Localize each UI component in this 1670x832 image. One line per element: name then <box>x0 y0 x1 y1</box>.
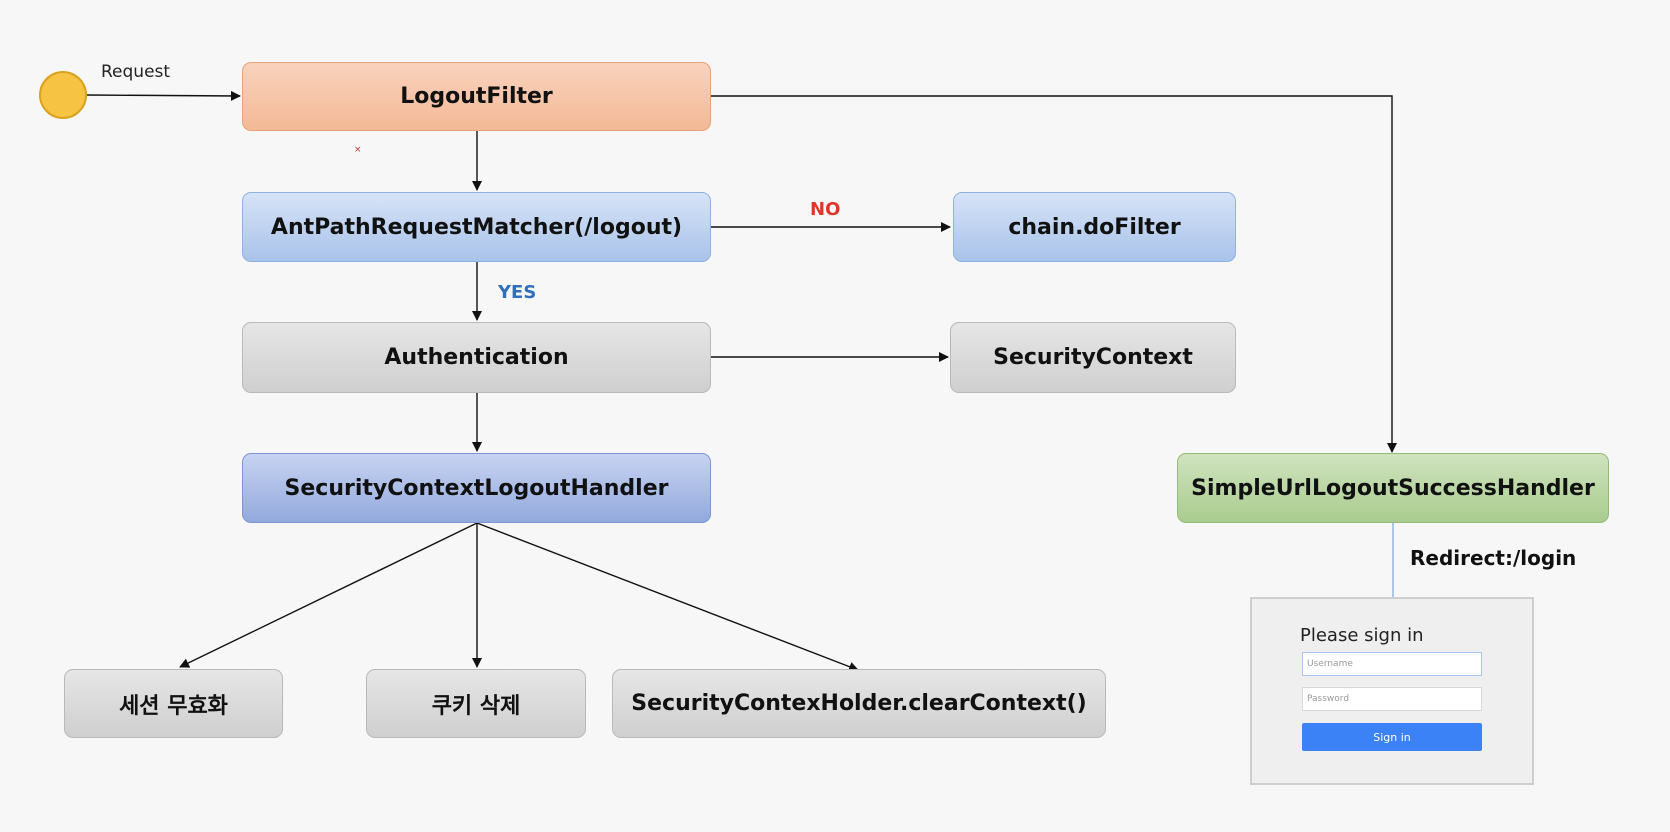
password-field: Password <box>1302 687 1482 711</box>
username-field: Username <box>1302 652 1482 676</box>
login-title: Please sign in <box>1300 625 1424 646</box>
chain-dofilter-node: chain.doFilter <box>953 192 1236 262</box>
edge-logoutfilter-to-successhandler <box>710 95 1397 453</box>
sign-in-button: Sign in <box>1302 723 1482 751</box>
no-label: NO <box>810 199 841 220</box>
start-node <box>39 71 87 119</box>
tiny-mark: × <box>354 145 362 155</box>
edge-start-to-logoutfilter <box>86 90 241 101</box>
security-context-logout-handler-node: SecurityContextLogoutHandler <box>242 453 711 523</box>
authentication-node: Authentication <box>242 322 711 393</box>
delete-cookie-node: 쿠키 삭제 <box>366 669 586 738</box>
ant-path-matcher-node: AntPathRequestMatcher(/logout) <box>242 192 711 262</box>
redirect-label: Redirect:/login <box>1410 546 1577 570</box>
simple-url-logout-success-handler-node: SimpleUrlLogoutSuccessHandler <box>1177 453 1609 523</box>
request-label: Request <box>101 62 171 82</box>
edge-handler-to-clearcontext <box>476 522 859 672</box>
logout-filter-node: LogoutFilter <box>242 62 711 131</box>
edge-handler-to-session <box>179 522 478 668</box>
security-context-node: SecurityContext <box>950 322 1236 393</box>
invalidate-session-node: 세션 무효화 <box>64 669 283 738</box>
yes-label: YES <box>498 282 537 303</box>
clear-context-node: SecurityContexHolder.clearContext() <box>612 669 1106 738</box>
login-page-preview: Please sign in Username Password Sign in <box>1250 597 1534 785</box>
